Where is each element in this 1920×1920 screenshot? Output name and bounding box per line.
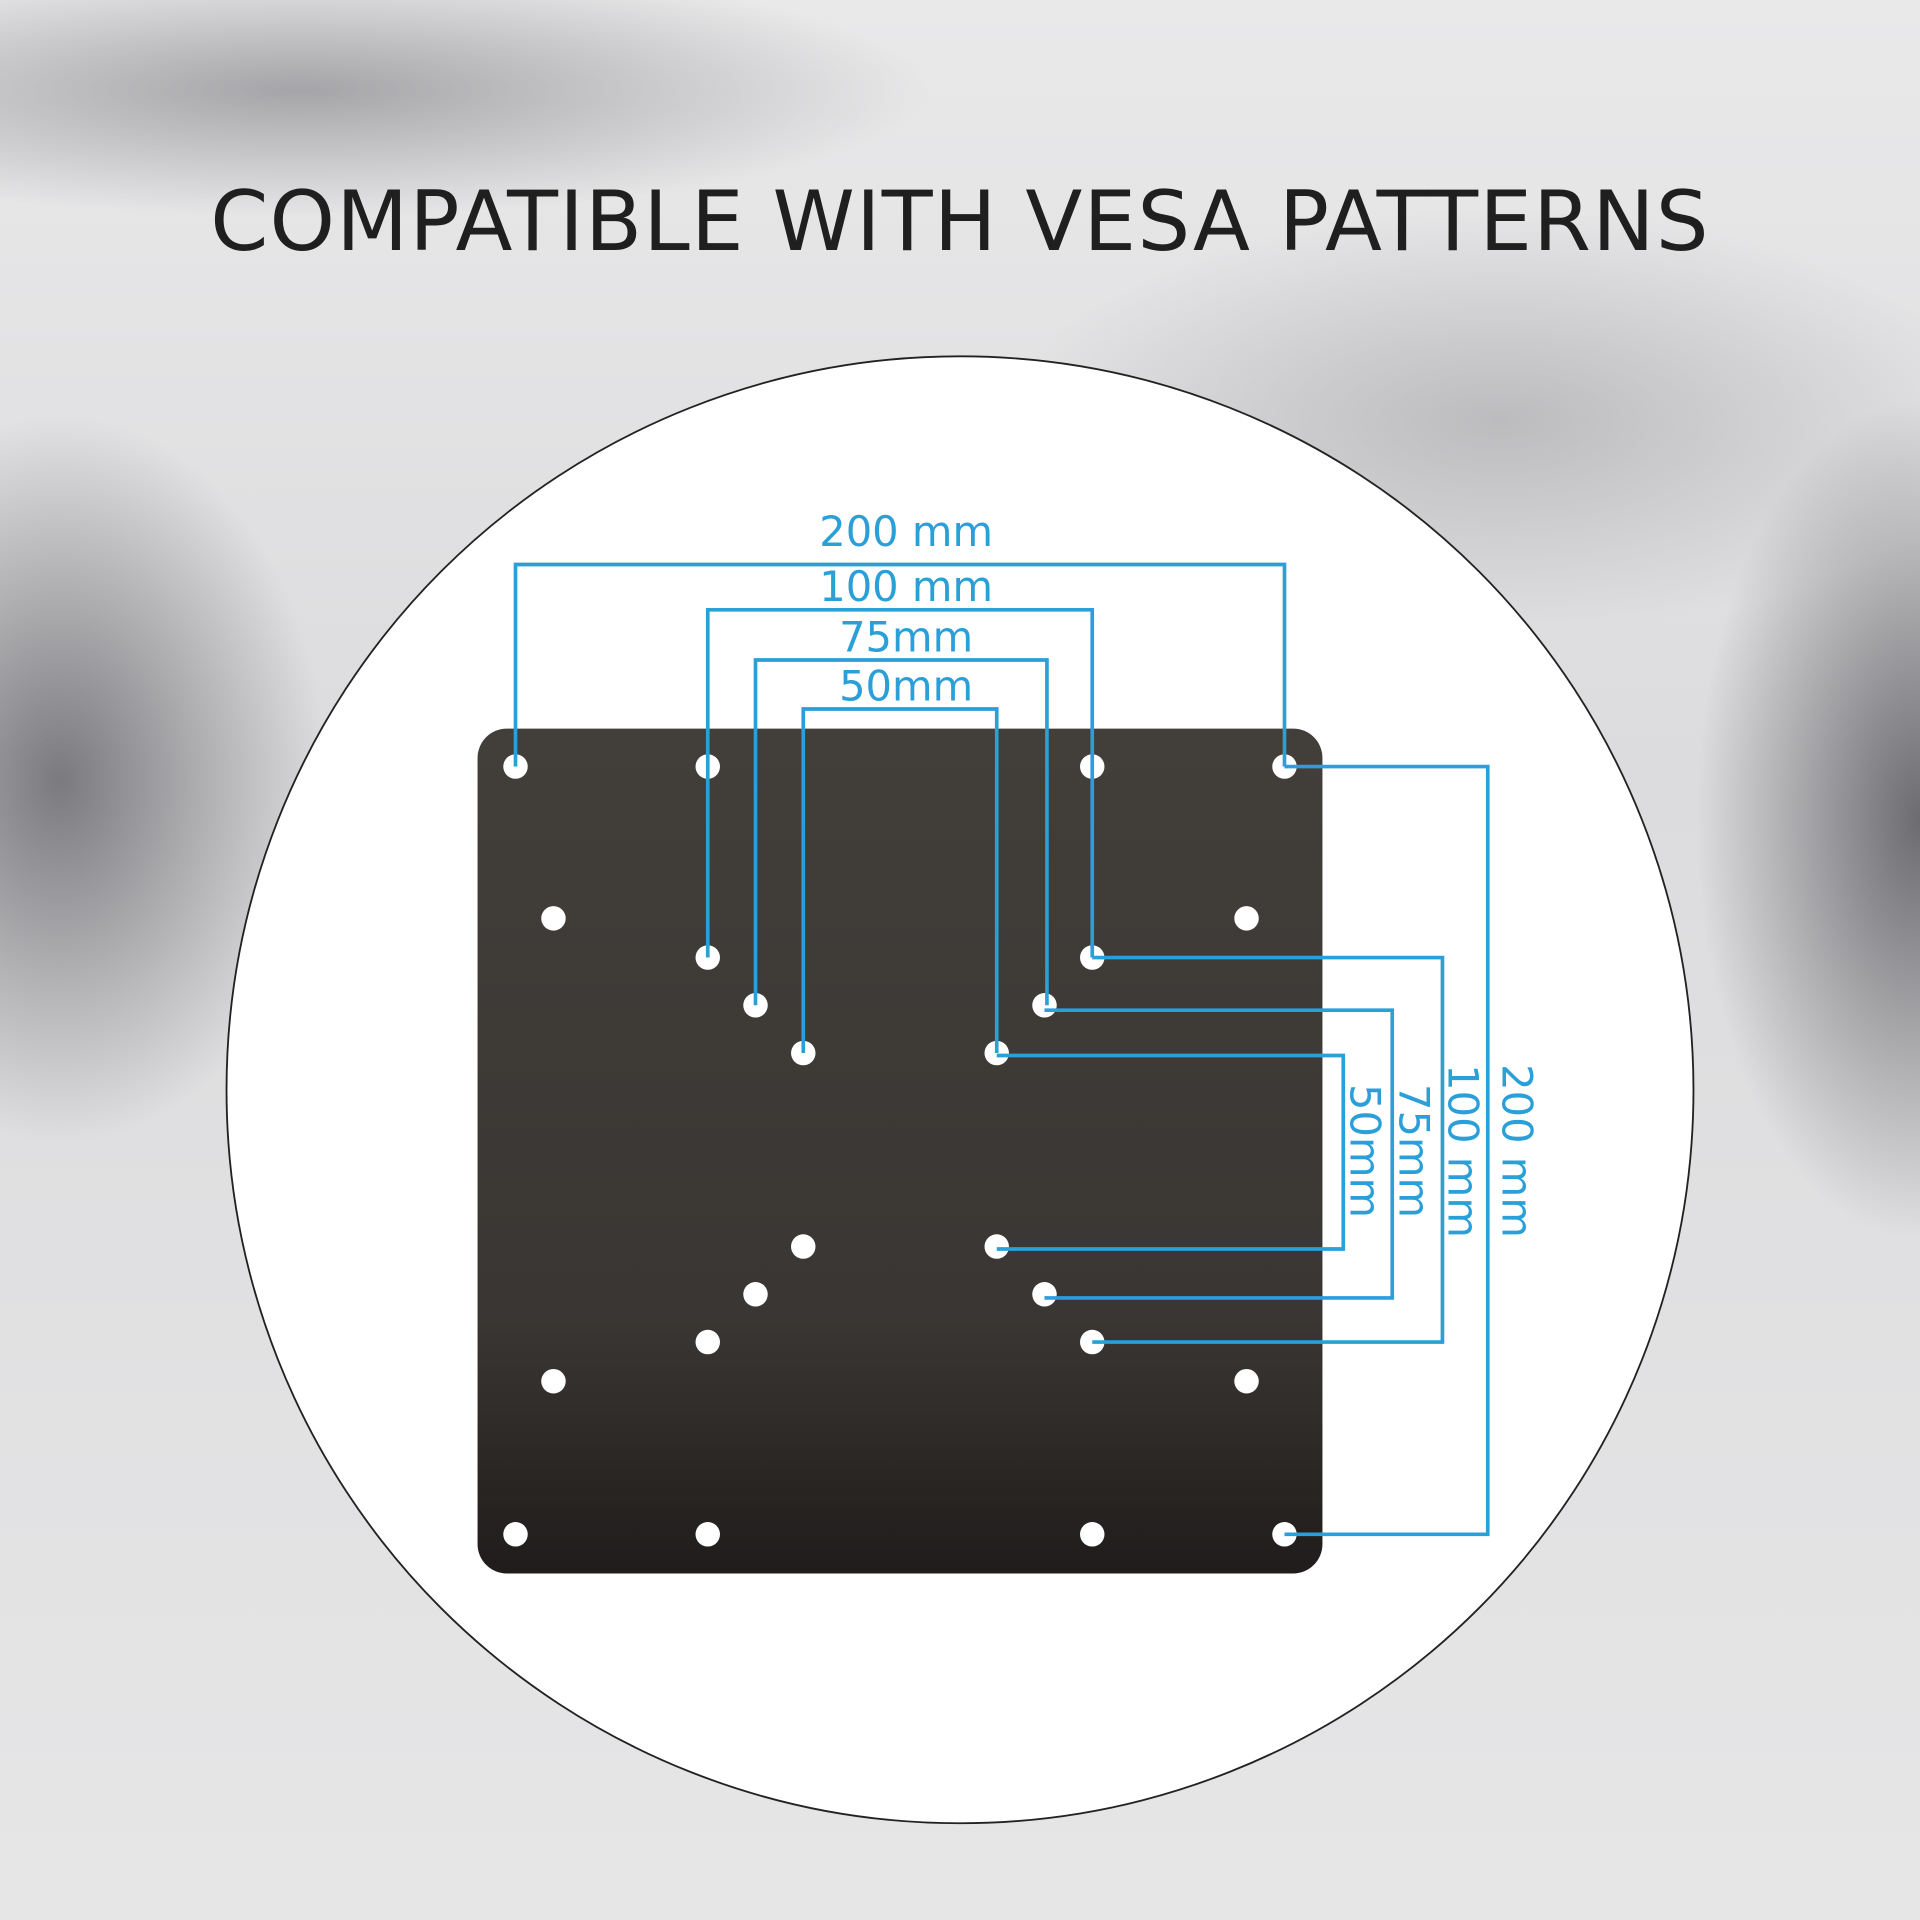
mounting-hole [695, 1329, 720, 1355]
vesa-plate [477, 728, 1323, 1574]
dimension-line-75-horizontal [753, 658, 1049, 1006]
label-50mm-vertical: 50mm [1341, 1084, 1390, 1218]
mounting-hole [1080, 1522, 1105, 1547]
mounting-hole [1032, 993, 1057, 1018]
label-50mm-horizontal: 50mm [839, 661, 973, 710]
label-200mm-horizontal: 200 mm [819, 507, 993, 556]
mounting-hole [791, 1040, 816, 1066]
dimension-line-100-horizontal [705, 607, 1095, 958]
dimension-line-200-vertical [1284, 764, 1490, 1537]
mounting-hole [791, 1234, 816, 1259]
dimension-line-50-horizontal [801, 707, 999, 1054]
mounting-hole [541, 1368, 566, 1394]
mounting-hole [503, 1522, 528, 1547]
mounting-hole [743, 1282, 768, 1307]
page-title: COMPATIBLE WITH VESA PATTERNS [210, 173, 1710, 270]
dimension-line-75-vertical [1044, 1008, 1395, 1300]
mounting-hole [1234, 906, 1259, 931]
vertical-dimensions: 200 mm 100 mm 75mm 50mm [996, 764, 1541, 1537]
dimension-line-200-horizontal [513, 562, 1287, 767]
mounting-hole [541, 906, 566, 931]
mounting-hole [984, 1040, 1009, 1066]
label-100mm-vertical: 100 mm [1439, 1064, 1488, 1238]
label-200mm-vertical: 200 mm [1492, 1064, 1541, 1238]
label-75mm-vertical: 75mm [1390, 1084, 1439, 1218]
mounting-hole [1234, 1368, 1259, 1394]
dimension-line-100-vertical [1092, 955, 1445, 1344]
mounting-hole [1032, 1282, 1057, 1307]
dimension-line-50-vertical [996, 1053, 1346, 1251]
horizontal-dimensions: 200 mm 100 mm 75mm 50mm [513, 507, 1287, 1054]
mounting-holes [503, 754, 1297, 1547]
label-75mm-horizontal: 75mm [839, 612, 973, 661]
mounting-hole [984, 1234, 1009, 1259]
mounting-hole [695, 1522, 720, 1547]
label-100mm-horizontal: 100 mm [819, 562, 993, 611]
